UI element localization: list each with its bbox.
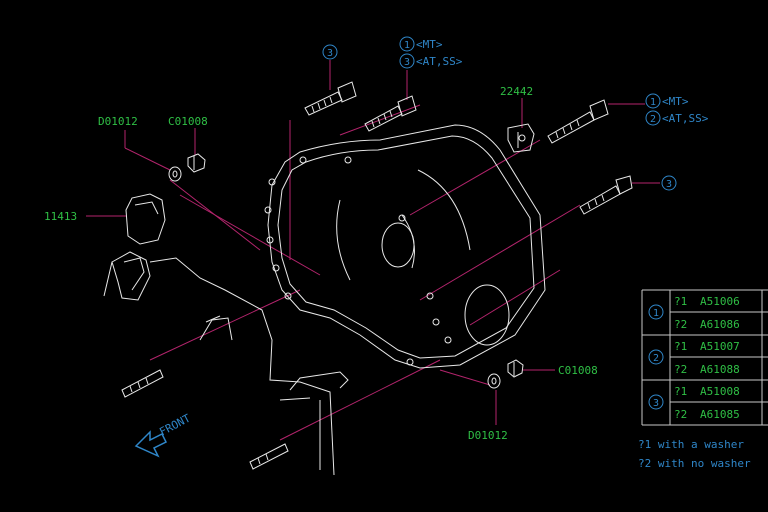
table-part-number: A51006: [700, 295, 740, 308]
callout-number: 3: [666, 179, 672, 190]
leader-lines: [86, 60, 660, 441]
callout-right-bolt: 1 <MT> 2 <AT,SS>: [645, 93, 709, 126]
callout-top-bolt: 3: [322, 44, 338, 60]
callout-number: 3: [327, 48, 333, 59]
stud-shape: [507, 123, 535, 153]
table-row: 1 ?1 A51006 ?2 A61086: [648, 295, 740, 331]
engine-block: [149, 257, 349, 476]
label-nut-bottom: C01008: [558, 364, 598, 377]
bracket-shape: [103, 193, 166, 301]
bolt-lower-right: [579, 175, 633, 215]
callout-number: 2: [650, 114, 656, 125]
label-washer-bottom: D01012: [468, 429, 508, 442]
table-mark: ?1: [674, 295, 687, 308]
note-with-washer: ?1 with a washer: [638, 438, 744, 451]
callout-note: <MT>: [416, 38, 443, 51]
table-part-number: A61085: [700, 408, 740, 421]
front-arrow-icon: [134, 430, 168, 458]
table-mark: ?1: [674, 385, 687, 398]
callout-number: 3: [404, 57, 410, 68]
table-row-number: 3: [653, 398, 659, 409]
label-washer-top: D01012: [98, 115, 138, 128]
washer-bottom-shape: [487, 373, 501, 389]
table-row: 2 ?1 A51007 ?2 A61088: [648, 340, 740, 376]
note-no-washer: ?2 with no washer: [638, 457, 751, 470]
table-row-number: 2: [653, 353, 659, 364]
washer-top-shape: [168, 166, 182, 182]
part-number-table: 1 ?1 A51006 ?2 A61086 2 ?1 A51007 ?2 A61…: [641, 289, 768, 426]
callout-note: <MT>: [662, 95, 689, 108]
transmission-housing: [264, 124, 546, 369]
callout-note: <AT,SS>: [662, 112, 709, 125]
label-nut-top: C01008: [168, 115, 208, 128]
bolt-right: [547, 99, 609, 144]
table-part-number: A61086: [700, 318, 740, 331]
bolt-middle: [364, 95, 417, 132]
nut-top-shape: [187, 153, 206, 173]
callout-lower-right-bolt: 3: [661, 175, 677, 191]
table-part-number: A61088: [700, 363, 740, 376]
table-mark: ?1: [674, 340, 687, 353]
part-labels: D01012 C01008 11413 22442 C01008 D01012: [44, 85, 598, 442]
table-mark: ?2: [674, 318, 687, 331]
table-part-number: A51008: [700, 385, 740, 398]
label-bracket: 11413: [44, 210, 77, 223]
callout-number: 1: [404, 40, 410, 51]
table-row: 3 ?1 A51008 ?2 A61085: [648, 385, 740, 421]
bolt-lower-left: [121, 369, 289, 470]
front-indicator: FRONT: [134, 411, 193, 458]
bolt-top: [304, 81, 357, 116]
table-row-number: 1: [653, 308, 659, 319]
table-mark: ?2: [674, 408, 687, 421]
front-label: FRONT: [157, 411, 193, 438]
table-mark: ?2: [674, 363, 687, 376]
callout-note: <AT,SS>: [416, 55, 463, 68]
table-part-number: A51007: [700, 340, 740, 353]
notes: ?1 with a washer ?2 with no washer: [638, 438, 751, 470]
nut-bottom-shape: [507, 359, 524, 378]
callout-number: 1: [650, 97, 656, 108]
label-stud: 22442: [500, 85, 533, 98]
callout-middle-bolt: 1 <MT> 3 <AT,SS>: [399, 36, 463, 69]
